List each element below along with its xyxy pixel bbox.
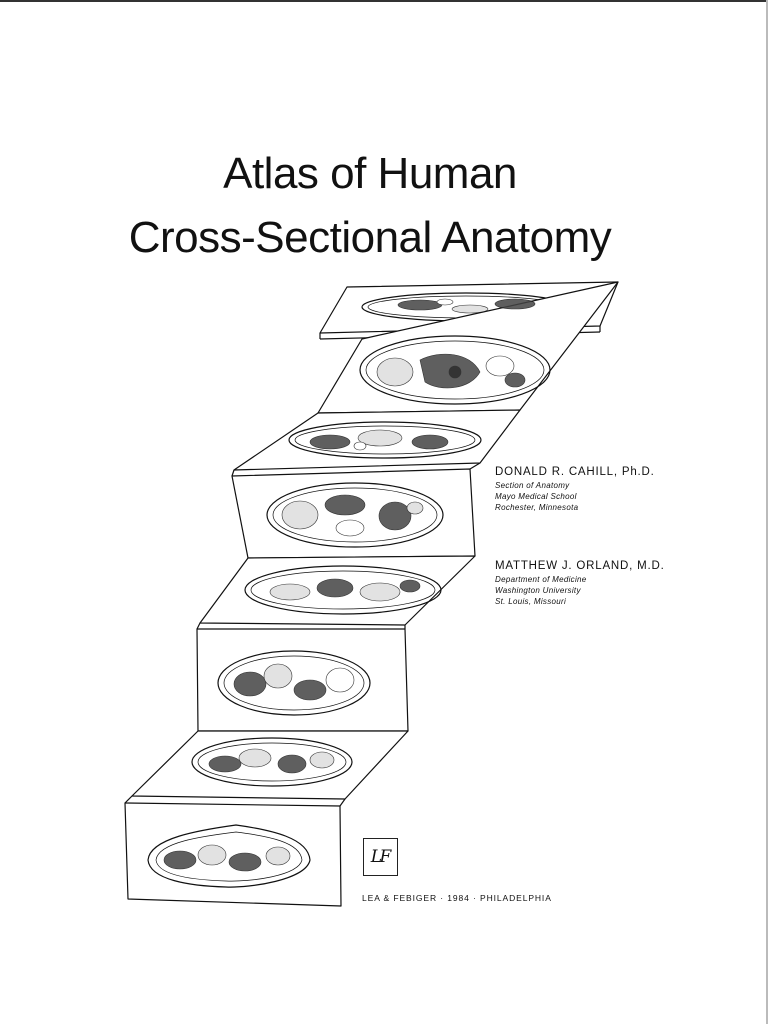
slice-6-organs [233,663,355,701]
slice-8 [124,795,346,907]
slice-8-organs [163,844,291,872]
author-block-orland: MATTHEW J. ORLAND, M.D. Department of Me… [495,559,665,607]
slice-7-organs [208,748,335,774]
publisher-logo-letters: L F [370,847,391,867]
slice-1-organs [397,298,536,314]
author-affiliation-line: Rochester, Minnesota [495,503,579,512]
slice-3-organs [309,429,449,451]
author-affiliation-line: Section of Anatomy [495,481,570,490]
author-affiliation-line: Mayo Medical School [495,492,577,501]
book-title: Atlas of Human Cross-Sectional Anatomy [0,142,740,270]
author-affiliation-line: Department of Medicine [495,575,587,584]
publisher-imprint: LEA & FEBIGER · 1984 · PHILADELPHIA [362,893,552,903]
slice-5-organs [269,578,421,602]
author-name: MATTHEW J. ORLAND, M.D. [495,560,665,572]
title-line-1: Atlas of Human [223,149,517,198]
top-edge-rule [0,0,768,2]
author-affiliation-line: Washington University [495,586,581,595]
slice-2-organs [376,353,526,389]
slice-4-organs [281,494,424,537]
slice-6 [196,622,409,732]
publisher-logo-icon: L F [363,838,398,876]
right-edge-rule [766,0,768,1024]
author-block-cahill: DONALD R. CAHILL, Ph.D. Section of Anato… [495,465,655,513]
slice-7 [131,730,409,800]
author-affiliation-line: St. Louis, Missouri [495,597,567,606]
cross-section-slices-illustration [124,281,619,907]
title-line-2: Cross-Sectional Anatomy [128,213,612,262]
author-name: DONALD R. CAHILL, Ph.D. [495,466,655,478]
